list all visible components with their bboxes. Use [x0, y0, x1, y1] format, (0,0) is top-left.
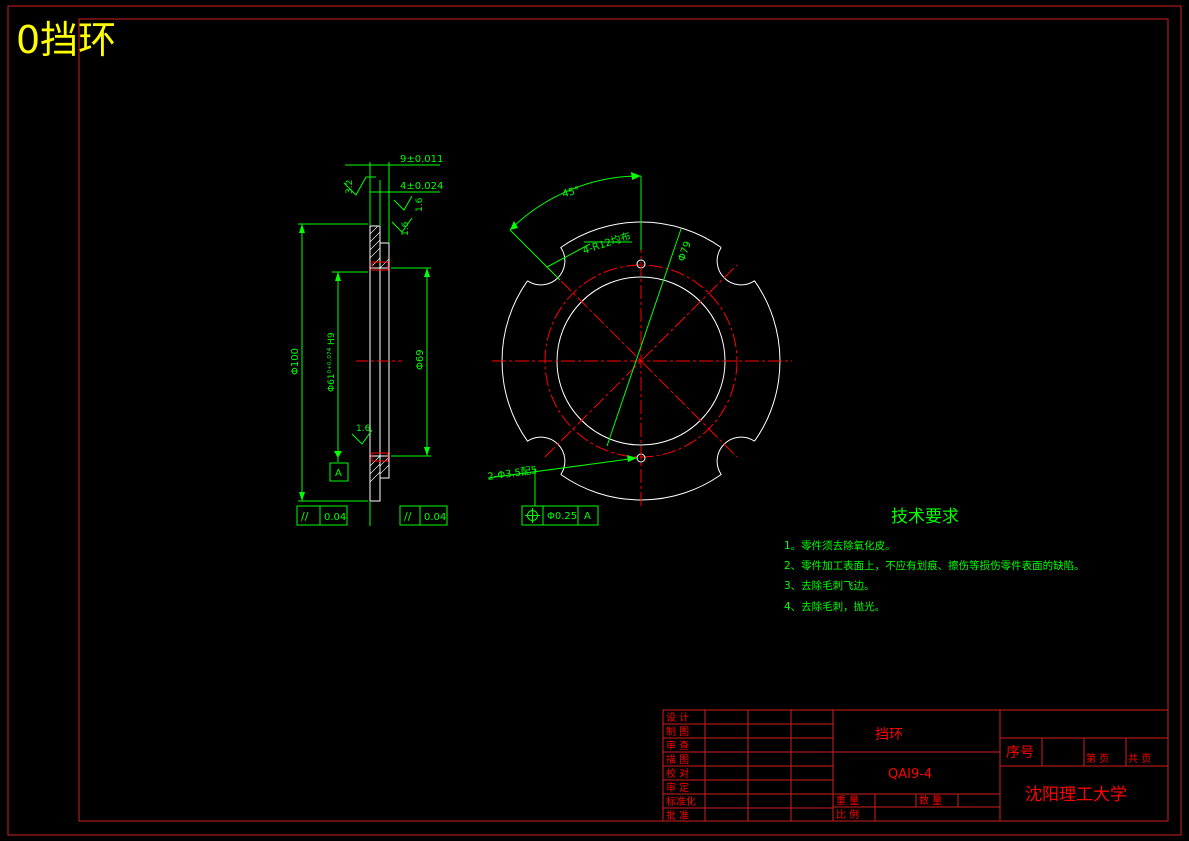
tb-sheet-label: 第 页: [1086, 752, 1109, 765]
tb-weight-label: 重 量: [836, 794, 859, 807]
tb-label-8: 批 准: [666, 809, 689, 822]
hole-label: 2-Φ3.5配5: [487, 464, 538, 483]
roughness-value-3: 1.6: [401, 221, 411, 236]
ring-outline: [501, 221, 781, 501]
tech-req-item-2: 2、零件加工表面上，不应有划痕、擦伤等损伤零件表面的缺陷。: [784, 559, 1085, 572]
tb-label-5: 校 对: [666, 767, 689, 780]
title-block: 设 计 制 图 审 查 描 图 校 对 审 定 标准化 批 准 挡环 QAI9-…: [662, 709, 1169, 822]
tech-req-heading: 技术要求: [891, 507, 959, 527]
tb-label-1: 设 计: [666, 711, 689, 724]
roughness-value-2: 1.6: [415, 197, 425, 212]
position-tol-datum: A: [584, 511, 591, 522]
tb-label-7: 标准化: [666, 795, 696, 808]
pcd-label: Φ79: [676, 240, 693, 263]
tb-label-4: 描 图: [666, 753, 689, 766]
side-view-dimensions: [296, 162, 448, 526]
tb-quantity-label: 数 量: [919, 794, 942, 807]
dim-hub-dia: Φ69: [415, 349, 426, 370]
tol-right-symbol: //: [404, 510, 412, 523]
tech-req-item-3: 3、去除毛刺飞边。: [784, 579, 875, 592]
roughness-value-4: 1.6: [356, 424, 371, 434]
front-view-centerlines: [492, 216, 792, 508]
tol-left-symbol: //: [301, 510, 309, 523]
tech-req-item-1: 1。零件须去除氧化皮。: [784, 539, 896, 552]
side-view-centerlines: [356, 261, 402, 462]
datum-triangle: [334, 451, 342, 458]
tol-right-value: 0.04: [424, 512, 446, 523]
roughness-value-1: 3.2: [345, 180, 355, 194]
front-view: 45° 4-R12均布 Φ79 2-Φ3.5配5 Φ0.25 A: [487, 172, 792, 526]
tb-scale-label: 比 例: [836, 808, 859, 821]
outer-frame: [7, 5, 1182, 836]
datum-label: A: [335, 468, 342, 479]
tb-label-3: 审 查: [666, 739, 689, 752]
dim-bore-dia: Φ61⁰⁺⁰·⁰⁷⁴ H9: [327, 332, 337, 392]
side-view: 9±0.011 4±0.024 Φ100 Φ61⁰⁺⁰·⁰⁷⁴ H9 Φ69 3…: [290, 154, 448, 526]
tb-label-2: 制 图: [666, 725, 689, 738]
tb-serial-label: 序号: [1006, 745, 1034, 761]
position-tol-value: Φ0.25: [547, 511, 577, 522]
inner-frame: [78, 18, 1169, 822]
technical-requirements: 技术要求 1。零件须去除氧化皮。 2、零件加工表面上，不应有划痕、擦伤等损伤零件…: [784, 507, 1085, 613]
side-view-arrowheads: [299, 224, 430, 501]
angle-label: 45°: [561, 185, 581, 200]
front-view-dimensions: [487, 175, 682, 526]
tol-left-value: 0.04: [324, 512, 346, 523]
dim-outer-dia: Φ100: [290, 348, 301, 375]
dim-thickness: 9±0.011: [400, 154, 443, 165]
tb-school: 沈阳理工大学: [1025, 785, 1127, 805]
front-view-arrowheads: [510, 172, 641, 462]
dim-step: 4±0.024: [400, 181, 443, 192]
page-title: 0挡环: [16, 18, 117, 62]
tb-material: QAI9-4: [888, 767, 932, 782]
tb-total-label: 共 页: [1128, 753, 1151, 765]
tech-req-item-4: 4、去除毛刺，抛光。: [784, 600, 885, 613]
tb-part-name: 挡环: [875, 727, 903, 743]
tb-label-6: 审 定: [666, 781, 689, 794]
slot-label: 4-R12均布: [581, 230, 632, 257]
